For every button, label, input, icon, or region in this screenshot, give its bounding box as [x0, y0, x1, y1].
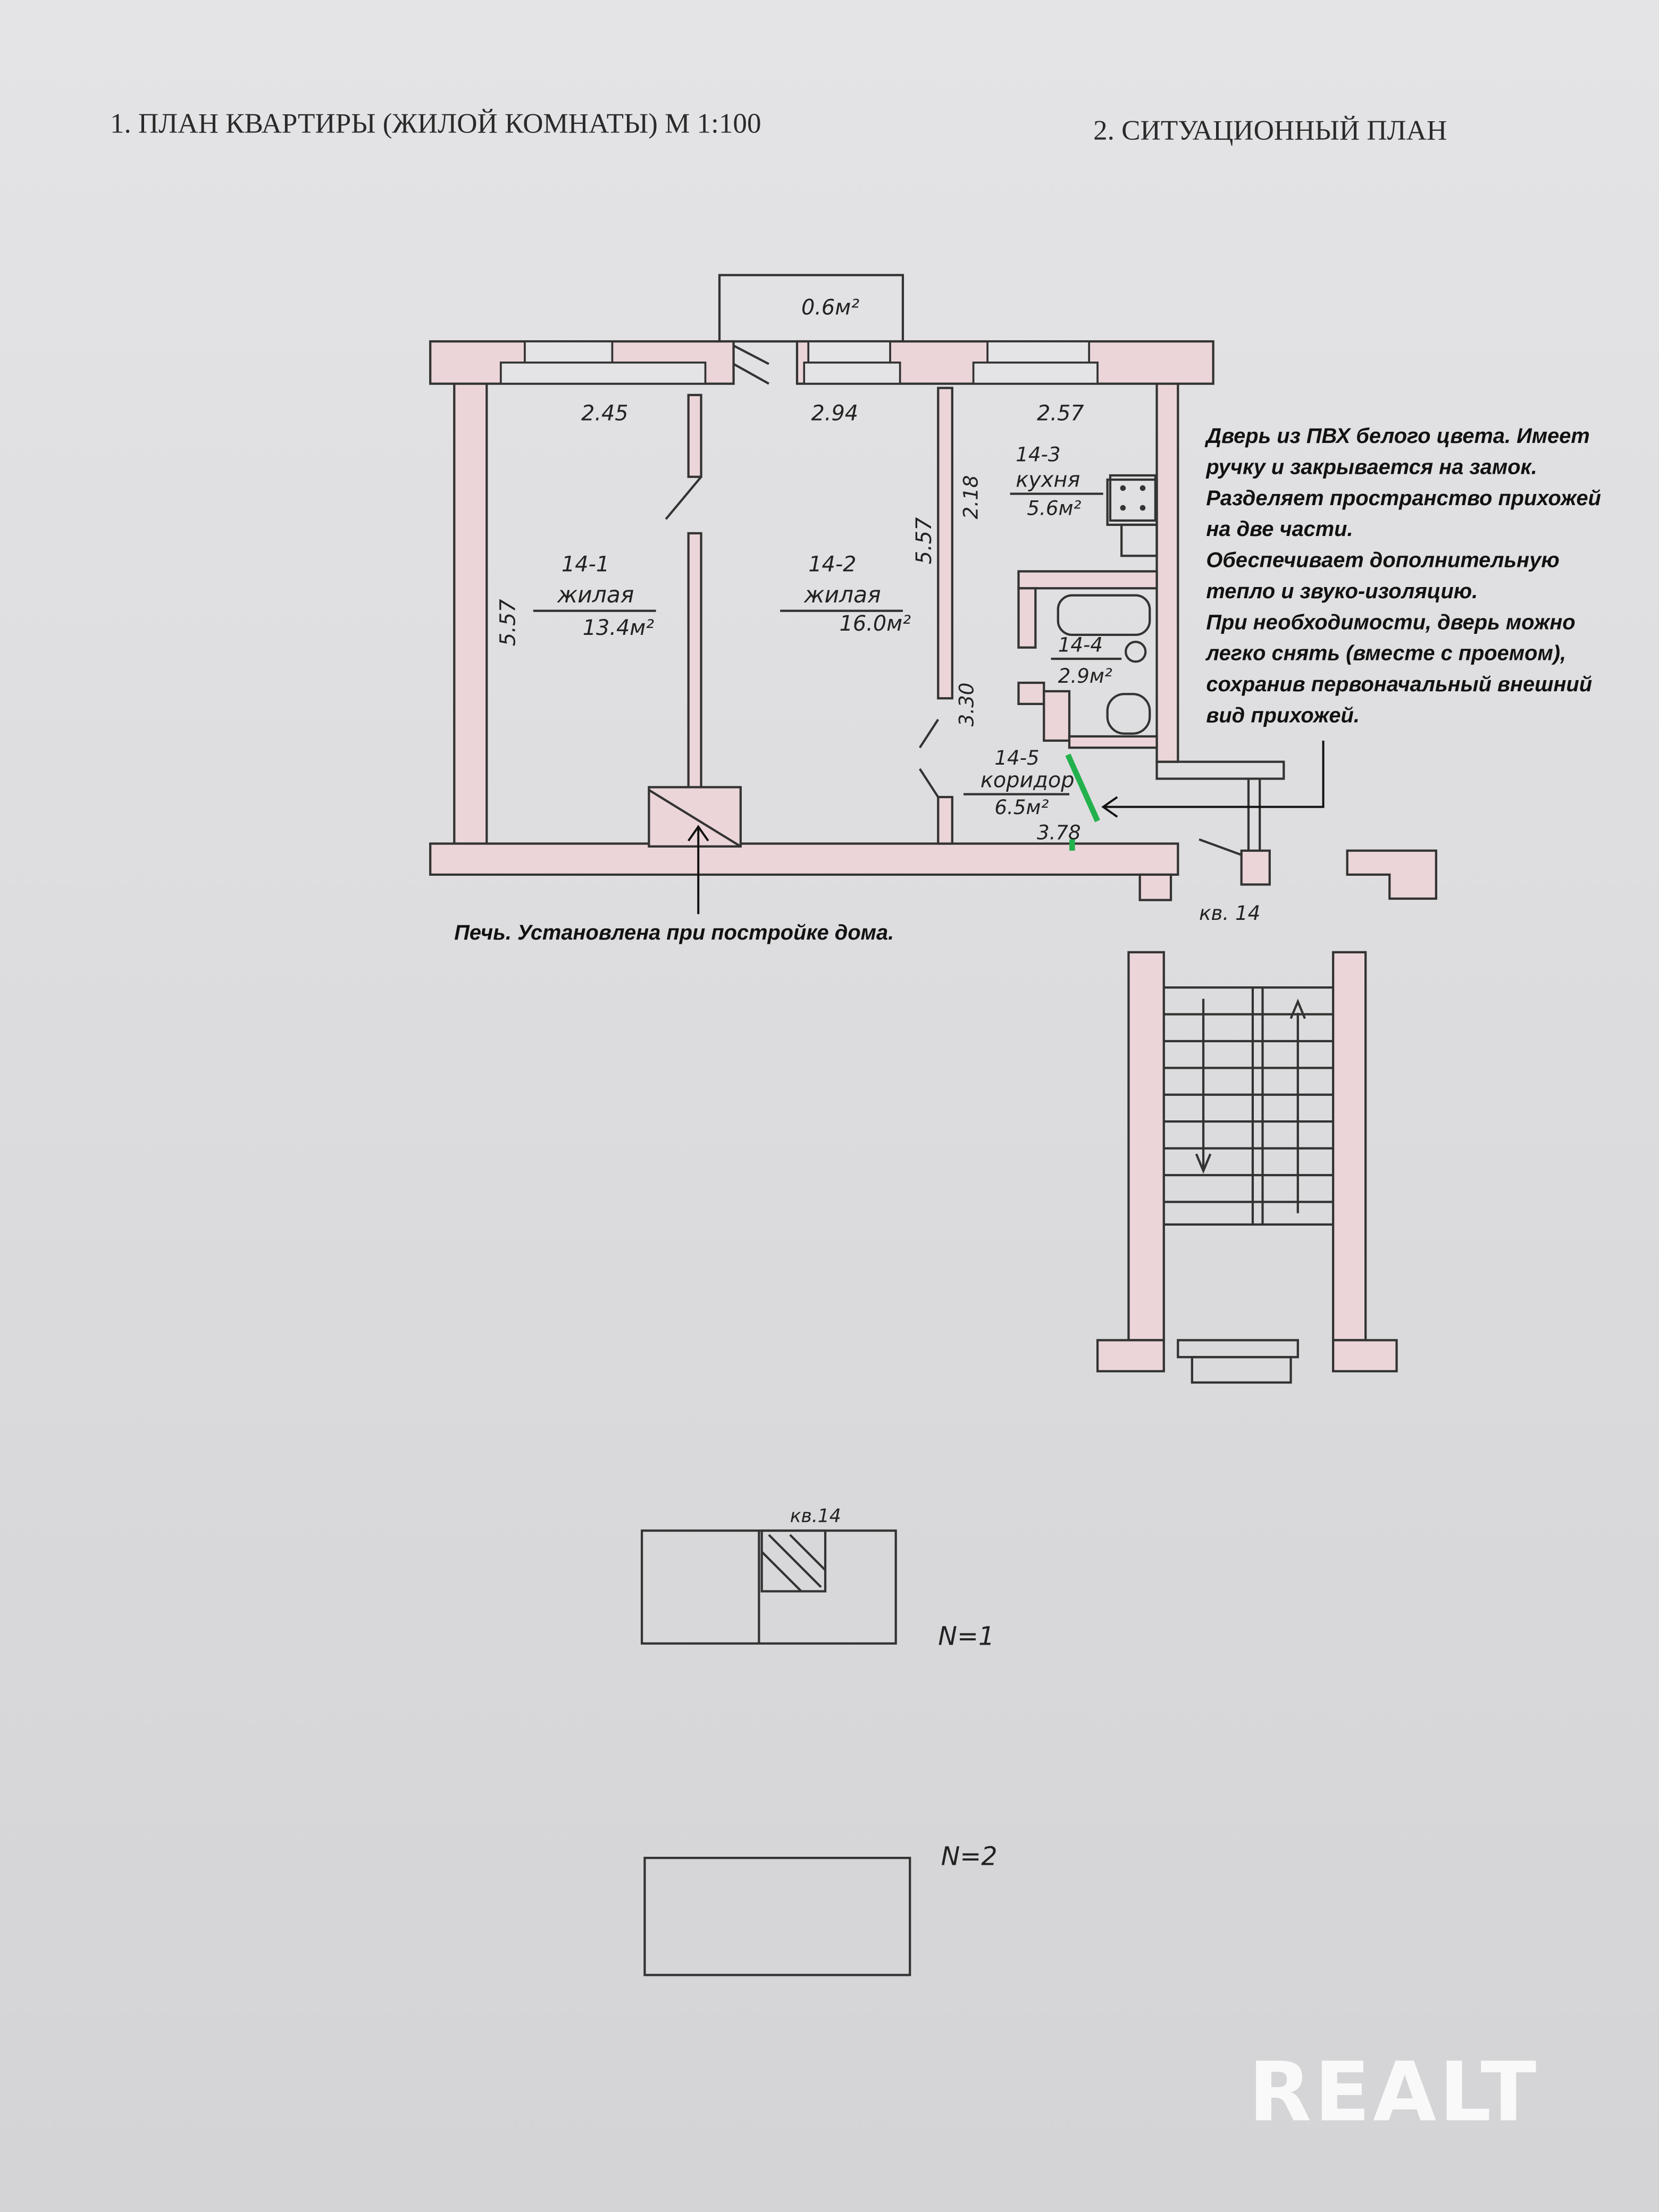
svg-text:кухня: кухня [1016, 467, 1080, 492]
svg-text:Дверь из ПВХ белого цвета. Им: Дверь из ПВХ белого цвета. Имеет [1204, 424, 1589, 448]
svg-text:легко снять (вместе с проемом): легко снять (вместе с проемом), [1205, 642, 1566, 665]
stove-note: Печь. Установлена при постройке дома. [454, 921, 894, 944]
stove [648, 786, 742, 848]
site-plan-n1: кв.14 N=1 [641, 1506, 994, 1651]
room-14-3: 14-3 кухня 5.6м² [1010, 443, 1103, 520]
svg-text:сохранив первоначальный внешни: сохранив первоначальный внешний [1206, 673, 1592, 696]
svg-text:жилая: жилая [557, 582, 634, 608]
hob-icon [1109, 474, 1157, 522]
realt-watermark-logo: REALT [1249, 2045, 1539, 2140]
site-plan-n2: N=2 [643, 1842, 998, 1976]
door-marker [1065, 753, 1100, 823]
door-note: Дверь из ПВХ белого цвета. Имеет ручку и… [1204, 424, 1601, 727]
balcony-area: 0.6м² [801, 296, 859, 320]
svg-text:Разделяет пространство прихоже: Разделяет пространство прихожей [1206, 487, 1601, 510]
svg-text:на две части.: на две части. [1206, 517, 1353, 541]
apartment-label: кв. 14 [1199, 902, 1260, 925]
svg-text:6.5м²: 6.5м² [994, 796, 1049, 819]
dimension-label: 2.94 [811, 401, 859, 426]
svg-text:14-2: 14-2 [808, 552, 856, 576]
dimension-label: 2.18 [960, 475, 983, 520]
staircase [1096, 951, 1398, 1384]
walls [429, 340, 1437, 901]
svg-text:16.0м²: 16.0м² [840, 611, 911, 636]
svg-text:Обеспечивает дополнительную: Обеспечивает дополнительную [1206, 549, 1559, 572]
svg-text:коридор: коридор [981, 768, 1075, 792]
svg-text:14-3: 14-3 [1016, 443, 1060, 466]
site-plan-n2-label: N=2 [941, 1842, 998, 1871]
svg-text:2.9м²: 2.9м² [1058, 665, 1112, 688]
room-14-2: 14-2 жилая 16.0м² [780, 552, 911, 636]
svg-text:вид прихожей.: вид прихожей. [1206, 703, 1360, 727]
dimensions: 2.45 2.94 2.57 5.57 5.57 2.18 3.30 3.78 [496, 401, 1084, 844]
dimension-label: 3.30 [956, 683, 978, 727]
svg-text:14-1: 14-1 [562, 552, 609, 576]
svg-text:13.4м²: 13.4м² [583, 616, 655, 640]
svg-text:ручку и закрывается на замок.: ручку и закрывается на замок. [1205, 455, 1537, 479]
svg-text:5.6м²: 5.6м² [1027, 497, 1081, 520]
svg-text:14-4: 14-4 [1058, 634, 1103, 657]
arrow-to-door-icon [1101, 740, 1325, 818]
site-plan-n1-label: N=1 [938, 1622, 994, 1651]
dimension-label: 5.57 [912, 517, 936, 565]
dimension-label: 2.45 [581, 401, 629, 426]
dimension-label: 2.57 [1037, 401, 1084, 426]
svg-text:При необходимости, дверь можно: При необходимости, дверь можно [1206, 610, 1575, 634]
dimension-label: 5.57 [496, 599, 520, 647]
svg-text:тепло и звуко-изоляцию.: тепло и звуко-изоляцию. [1206, 580, 1478, 603]
arrow-to-stove-icon [688, 825, 709, 915]
svg-text:14-5: 14-5 [994, 747, 1039, 769]
balcony: 0.6м² [718, 274, 904, 343]
plan-title: 1. ПЛАН КВАРТИРЫ (ЖИЛОЙ КОМНАТЫ) М 1:100 [110, 108, 761, 139]
svg-text:жилая: жилая [803, 582, 881, 608]
site-plan-title: 2. СИТУАЦИОННЫЙ ПЛАН [1093, 115, 1447, 146]
room-14-5: 14-5 коридор 6.5м² [963, 747, 1074, 819]
site-apartment-label: кв.14 [790, 1506, 841, 1527]
room-14-1: 14-1 жилая 13.4м² [533, 552, 656, 640]
room-14-4: 14-4 2.9м² [1051, 634, 1122, 688]
